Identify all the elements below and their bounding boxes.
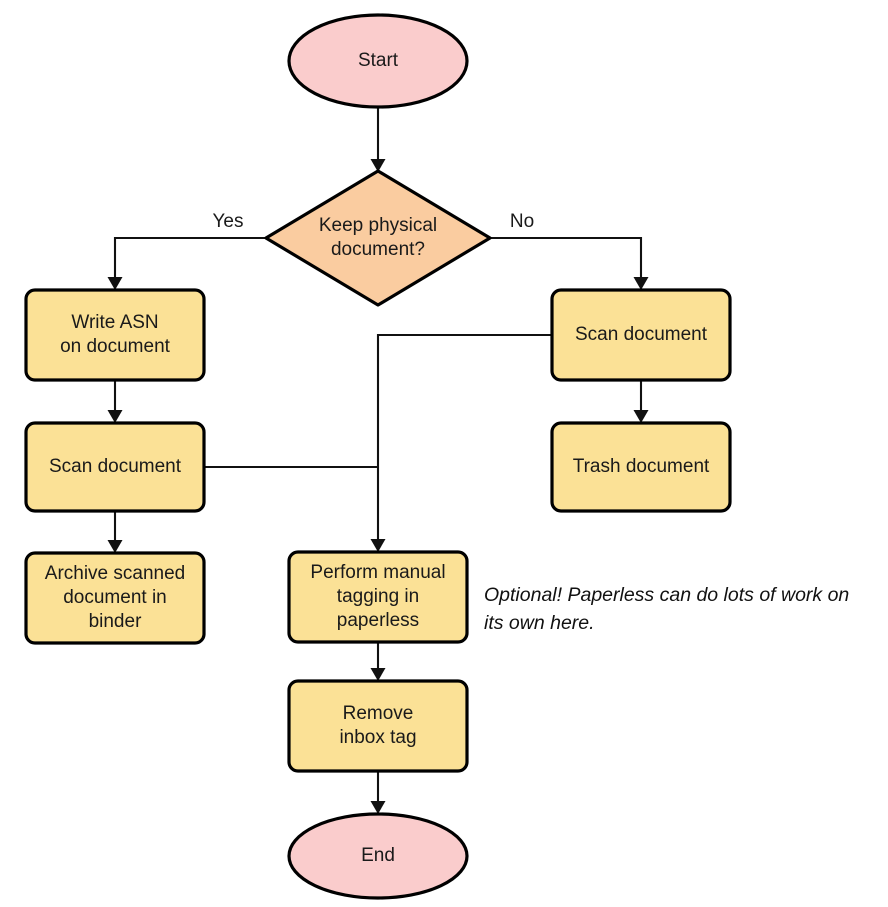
edge-scan-right-to-trash (633, 380, 649, 423)
process-scan-document-left-shape (24, 421, 206, 513)
edge-decision-no-to-scan-right-label: No (510, 211, 534, 232)
edge-remove-inbox-to-end (370, 771, 386, 814)
decision-keep-physical-document-shape (264, 169, 492, 307)
end-node-label: End (361, 845, 395, 866)
process-scan-document-right-shape (550, 288, 732, 382)
edge-start-to-decision (370, 107, 386, 172)
process-trash-document-shape (550, 421, 732, 513)
edge-scan-right-to-manual-tagging-arrowhead (370, 539, 386, 552)
edge-scan-left-to-archive (107, 511, 123, 553)
start-node[interactable]: Start (287, 13, 469, 109)
process-scan-document-left[interactable]: Scan document (24, 421, 206, 513)
edge-remove-inbox-to-end-arrowhead (370, 801, 386, 814)
process-scan-document-right-label: Scan document (575, 324, 708, 345)
edge-write-asn-to-scan-left-arrowhead (107, 410, 123, 423)
process-trash-document[interactable]: Trash document (550, 421, 732, 513)
edge-decision-yes-to-write-asn: Yes (107, 211, 265, 290)
edge-scan-right-to-trash-arrowhead (633, 410, 649, 423)
edge-decision-no-to-scan-right-line (490, 236, 643, 283)
edge-decision-no-to-scan-right-arrowhead (633, 277, 649, 290)
edge-manual-tagging-to-remove-inbox (370, 642, 386, 681)
end-node-shape (287, 812, 469, 900)
process-scan-document-left-label: Scan document (49, 456, 182, 477)
edge-decision-no-to-scan-right: No (490, 211, 649, 290)
edge-write-asn-to-scan-left (107, 380, 123, 423)
process-archive-scanned-document-in-binder-shape (24, 551, 206, 645)
edge-decision-yes-to-write-asn-line (113, 236, 265, 283)
edge-start-to-decision-arrowhead (370, 159, 386, 172)
process-remove-inbox-tag-shape (287, 679, 469, 773)
annotation-optional-paperless: Optional! Paperless can do lots of work … (484, 584, 849, 634)
process-trash-document-label: Trash document (573, 456, 710, 477)
start-node-shape (287, 13, 469, 109)
edge-decision-yes-to-write-asn-arrowhead (107, 277, 123, 290)
process-perform-manual-tagging-in-paperless-shape (287, 550, 469, 644)
edge-scan-right-to-manual-tagging-line (376, 333, 552, 545)
start-node-label: Start (358, 50, 399, 71)
end-node[interactable]: End (287, 812, 469, 900)
annotations-layer: Optional! Paperless can do lots of work … (484, 584, 849, 634)
process-scan-document-right[interactable]: Scan document (550, 288, 732, 382)
edge-scan-right-to-manual-tagging (370, 333, 552, 552)
edge-decision-yes-to-write-asn-label: Yes (213, 211, 244, 232)
edges-layer: Yes No (107, 107, 649, 814)
process-write-asn-on-document-shape (24, 288, 206, 382)
edge-scan-left-to-archive-arrowhead (107, 540, 123, 553)
edge-manual-tagging-to-remove-inbox-arrowhead (370, 668, 386, 681)
